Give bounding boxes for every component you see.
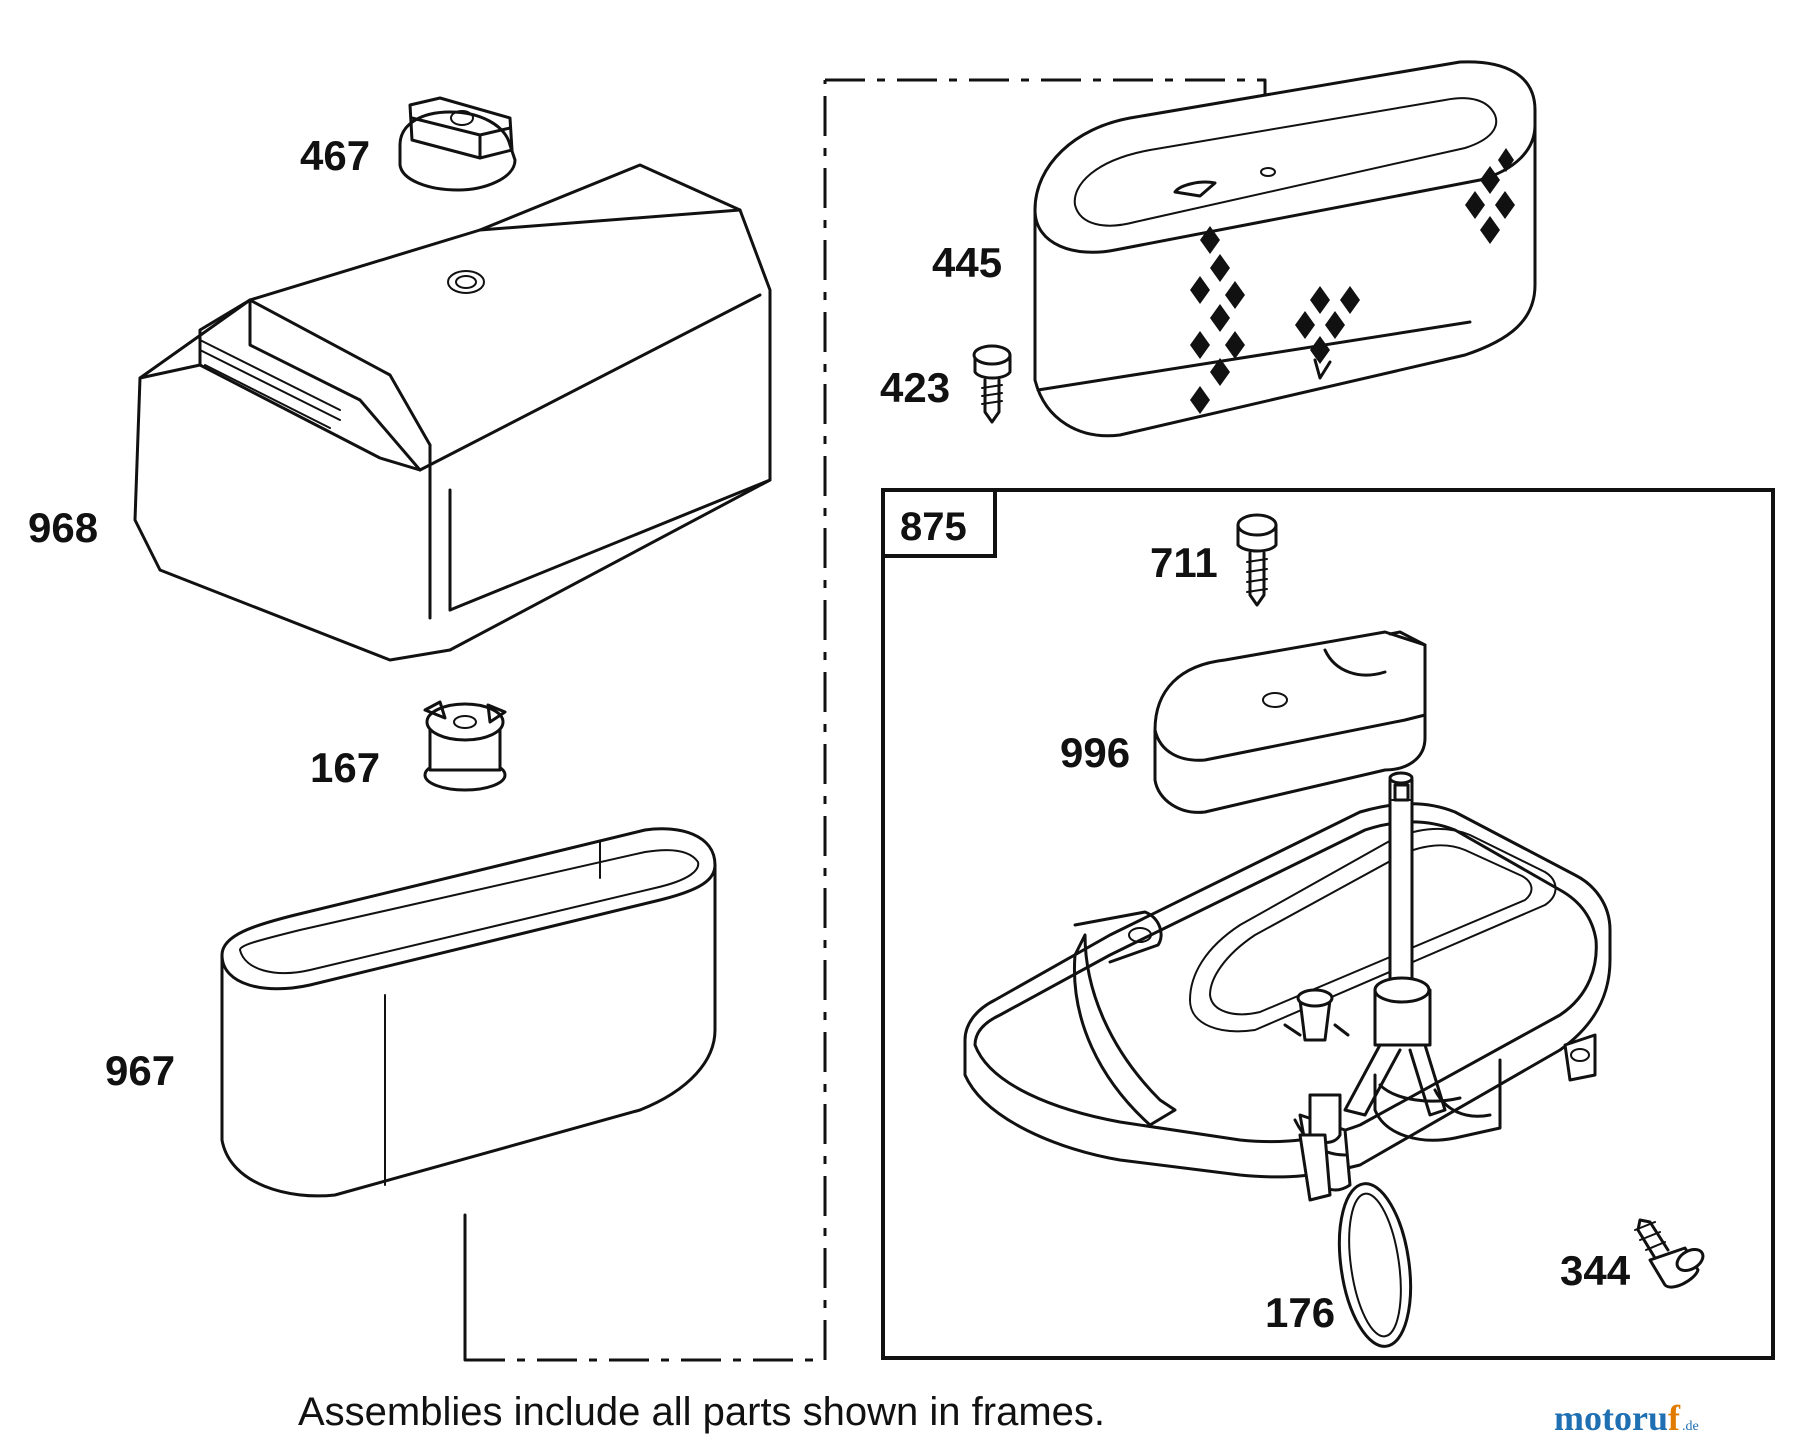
label-176: 176 [1265,1289,1335,1336]
assembly-875-base [963,802,1612,1202]
label-996: 996 [1060,729,1130,776]
part-423-screw [972,344,1012,424]
part-968-cover [133,163,772,662]
watermark-accent: f [1668,1398,1681,1438]
label-875-assembly: 875 [900,505,967,549]
watermark-suffix: .de [1682,1419,1699,1434]
label-445: 445 [932,239,1002,286]
label-423: 423 [880,364,950,411]
watermark-logo: motoruf .de [1554,1398,1699,1438]
label-967: 967 [105,1047,175,1094]
part-467-knob [398,96,517,192]
label-167: 167 [310,744,380,791]
part-176-o-ring [1337,1182,1413,1348]
part-711-bolt [1236,513,1278,607]
part-996-retainer [1153,630,1427,814]
part-445-air-filter [1033,60,1537,438]
label-344: 344 [1560,1247,1631,1294]
part-labels: 467 968 167 967 445 423 875 711 996 176 … [28,132,1631,1336]
part-344-screw [1634,1218,1705,1289]
part-967-precleaner [220,827,717,1198]
assembly-875-stud [1283,771,1447,1117]
svg-text:motoruf: motoruf [1554,1398,1681,1438]
label-968: 968 [28,504,98,551]
assembly-frame-875 [881,488,1775,1360]
label-467: 467 [300,132,370,179]
diagram-caption: Assemblies include all parts shown in fr… [298,1390,1105,1434]
watermark-main: motoru [1554,1398,1668,1438]
part-167-grommet [423,700,507,792]
label-711: 711 [1150,539,1218,586]
